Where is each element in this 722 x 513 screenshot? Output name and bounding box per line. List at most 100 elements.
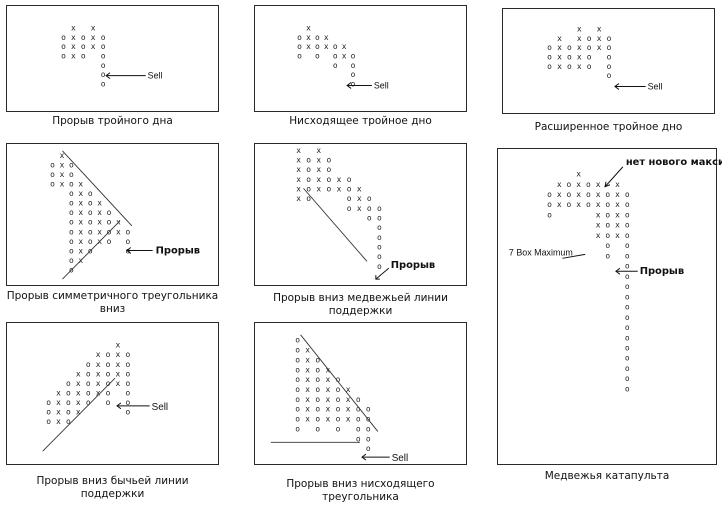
o-box: o (547, 62, 552, 71)
o-box: o (295, 355, 300, 364)
bull-support-line (42, 377, 116, 452)
x-box: x (577, 62, 582, 71)
o-box: o (66, 408, 71, 417)
o-box: o (106, 350, 111, 359)
caption-descending-triangle-breakout: Прорыв вниз нисходящего треугольника (286, 478, 435, 503)
x-box: x (296, 175, 301, 184)
o-box: o (586, 180, 591, 189)
o-box: o (69, 189, 74, 198)
o-box: o (607, 71, 612, 80)
x-box: x (306, 42, 311, 51)
pf-chart-bearish-catapult: oooxxxoooxxxxoooxxxxxxoooooooxxxxxxooooo… (509, 157, 722, 394)
o-box: o (336, 405, 341, 414)
o-box: o (625, 374, 630, 383)
o-box: o (46, 417, 51, 426)
x-box: x (296, 194, 301, 203)
o-box: o (356, 424, 361, 433)
x-box: x (342, 52, 347, 61)
o-box: o (106, 379, 111, 388)
o-box: o (101, 33, 106, 42)
no-new-high-label: нет нового максимума (626, 157, 722, 168)
o-box: o (101, 52, 106, 61)
o-box: o (567, 53, 572, 62)
x-box: x (326, 415, 331, 424)
o-box: o (605, 231, 610, 240)
x-box: x (116, 360, 121, 369)
x-box: x (76, 388, 81, 397)
o-box: o (101, 70, 106, 79)
o-box: o (69, 227, 74, 236)
o-box: o (107, 208, 112, 217)
x-box: x (615, 190, 620, 199)
o-box: o (295, 385, 300, 394)
x-box: x (337, 175, 342, 184)
x-box: x (305, 346, 310, 355)
x-box: x (78, 208, 83, 217)
o-box: o (106, 369, 111, 378)
x-box: x (78, 199, 83, 208)
o-box: o (351, 80, 356, 89)
o-box: o (605, 241, 610, 250)
x-box: x (116, 341, 121, 350)
o-box: o (86, 369, 91, 378)
x-box: x (56, 388, 61, 397)
o-box: o (125, 227, 130, 236)
o-box: o (295, 375, 300, 384)
x-box: x (577, 25, 582, 34)
x-box: x (60, 160, 65, 169)
o-box: o (66, 388, 71, 397)
x-box: x (557, 190, 562, 199)
o-box: o (587, 43, 592, 52)
o-box: o (101, 42, 106, 51)
o-box: o (367, 194, 372, 203)
o-box: o (101, 80, 106, 89)
x-box: x (76, 398, 81, 407)
o-box: o (605, 221, 610, 230)
x-box: x (346, 415, 351, 424)
x-box: x (596, 210, 601, 219)
o-box: o (347, 185, 352, 194)
o-box: o (336, 415, 341, 424)
o-box: o (367, 204, 372, 213)
breakout-label: Прорыв (391, 260, 435, 271)
caption-triple-bottom-breakout: Прорыв тройного дна (52, 115, 173, 127)
o-box: o (587, 34, 592, 43)
o-box: o (377, 252, 382, 261)
sell-label: Sell (648, 81, 663, 91)
x-box: x (60, 170, 65, 179)
x-box: x (296, 185, 301, 194)
sell-label: Sell (152, 402, 169, 413)
o-box: o (587, 62, 592, 71)
o-box: o (586, 190, 591, 199)
x-box: x (96, 388, 101, 397)
x-box: x (78, 237, 83, 246)
o-box: o (88, 227, 93, 236)
o-box: o (88, 237, 93, 246)
o-box: o (377, 243, 382, 252)
o-box: o (377, 223, 382, 232)
x-box: x (78, 218, 83, 227)
x-box: x (71, 42, 76, 51)
o-box: o (356, 395, 361, 404)
o-box: o (69, 246, 74, 255)
o-box: o (327, 156, 332, 165)
o-box: o (347, 194, 352, 203)
x-box: x (557, 180, 562, 189)
o-box: o (125, 388, 130, 397)
o-box: o (625, 292, 630, 301)
o-box: o (69, 208, 74, 217)
o-box: o (295, 405, 300, 414)
x-box: x (557, 62, 562, 71)
x-box: x (296, 146, 301, 155)
o-box: o (377, 214, 382, 223)
o-box: o (46, 398, 51, 407)
x-box: x (596, 190, 601, 199)
o-box: o (367, 214, 372, 223)
x-box: x (71, 24, 76, 33)
x-box: x (91, 33, 96, 42)
o-box: o (88, 218, 93, 227)
o-box: o (587, 53, 592, 62)
o-box: o (366, 405, 371, 414)
o-box: o (607, 62, 612, 71)
